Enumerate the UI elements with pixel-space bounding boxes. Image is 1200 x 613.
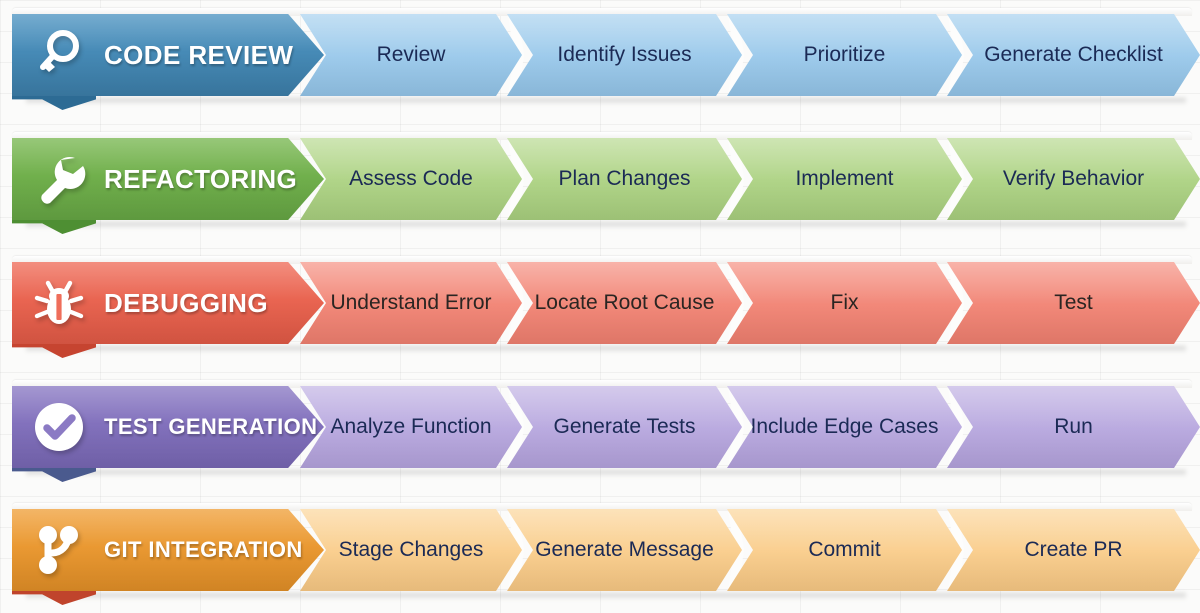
step-code-review-4[interactable]: Generate Checklist: [947, 14, 1200, 96]
step-refactoring-4[interactable]: Verify Behavior: [947, 138, 1200, 220]
step-debugging-3[interactable]: Fix: [727, 262, 962, 344]
band-top-highlight: [12, 256, 1192, 264]
band-drop-shadow: [26, 470, 1186, 477]
banner-debugging[interactable]: DEBUGGING: [12, 262, 324, 344]
step-track-refactoring: Assess Code Plan Changes Implement Verify B…: [300, 138, 1192, 220]
banner-fold-refactoring: [12, 220, 96, 234]
step-label: Understand Error: [330, 291, 492, 314]
banner-fold-test-generation: [12, 468, 96, 482]
step-label: Review: [376, 43, 446, 66]
step-git-integration-2[interactable]: Generate Message: [507, 509, 742, 591]
bug-icon: [28, 272, 90, 334]
step-refactoring-1[interactable]: Assess Code: [300, 138, 522, 220]
step-label: Generate Message: [535, 538, 714, 561]
step-label: Locate Root Cause: [534, 291, 715, 314]
step-test-generation-2[interactable]: Generate Tests: [507, 386, 742, 468]
step-label: Assess Code: [349, 167, 473, 190]
workflow-row-git-integration: Stage Changes Generate Message Commit Creat…: [0, 503, 1200, 605]
banner-title: GIT INTEGRATION: [104, 537, 303, 562]
banner-fold-debugging: [12, 344, 96, 358]
step-debugging-1[interactable]: Understand Error: [300, 262, 522, 344]
git-branch-icon: [28, 519, 90, 581]
step-debugging-4[interactable]: Test: [947, 262, 1200, 344]
check-circle-icon: [28, 396, 90, 458]
step-label: Run: [1054, 415, 1093, 438]
step-git-integration-3[interactable]: Commit: [727, 509, 962, 591]
step-label: Test: [1054, 291, 1093, 314]
step-label: Analyze Function: [330, 415, 492, 438]
step-test-generation-3[interactable]: Include Edge Cases: [727, 386, 962, 468]
banner-refactoring[interactable]: REFACTORING: [12, 138, 324, 220]
banner-title: CODE REVIEW: [104, 39, 294, 70]
workflow-row-code-review: Review Identify Issues Prioritize Generate …: [0, 8, 1200, 110]
step-label: Identify Issues: [557, 43, 692, 66]
step-label: Create PR: [1024, 538, 1123, 561]
workflow-row-refactoring: Assess Code Plan Changes Implement Verify B…: [0, 132, 1200, 234]
step-track-git-integration: Stage Changes Generate Message Commit Creat…: [300, 509, 1192, 591]
step-track-test-generation: Analyze Function Generate Tests Include Ed…: [300, 386, 1192, 468]
band-top-highlight: [12, 8, 1192, 16]
banner-code-review[interactable]: CODE REVIEW: [12, 14, 324, 96]
step-git-integration-1[interactable]: Stage Changes: [300, 509, 522, 591]
step-label: Generate Tests: [553, 415, 696, 438]
banner-title: REFACTORING: [104, 163, 298, 194]
banner-title: TEST GENERATION: [104, 414, 318, 439]
step-label: Commit: [808, 538, 881, 561]
step-code-review-1[interactable]: Review: [300, 14, 522, 96]
step-label: Verify Behavior: [1002, 167, 1145, 190]
step-refactoring-2[interactable]: Plan Changes: [507, 138, 742, 220]
band-top-highlight: [12, 380, 1192, 388]
band-drop-shadow: [26, 98, 1186, 105]
band-drop-shadow: [26, 222, 1186, 229]
step-track-debugging: Understand Error Locate Root Cause Fix Test: [300, 262, 1192, 344]
banner-git-integration[interactable]: GIT INTEGRATION: [12, 509, 324, 591]
workflow-row-test-generation: Analyze Function Generate Tests Include Ed…: [0, 380, 1200, 482]
step-test-generation-1[interactable]: Analyze Function: [300, 386, 522, 468]
step-code-review-2[interactable]: Identify Issues: [507, 14, 742, 96]
step-refactoring-3[interactable]: Implement: [727, 138, 962, 220]
step-label: Prioritize: [803, 43, 886, 66]
magnifier-icon: [28, 24, 90, 86]
step-label: Implement: [795, 167, 894, 190]
step-debugging-2[interactable]: Locate Root Cause: [507, 262, 742, 344]
step-code-review-3[interactable]: Prioritize: [727, 14, 962, 96]
workflow-row-debugging: Understand Error Locate Root Cause Fix Test…: [0, 256, 1200, 358]
wrench-icon: [28, 148, 90, 210]
banner-fold-git-integration: [12, 591, 96, 605]
step-label: Generate Checklist: [984, 43, 1163, 66]
banner-title: DEBUGGING: [104, 287, 268, 318]
step-label: Plan Changes: [558, 167, 691, 190]
banner-test-generation[interactable]: TEST GENERATION: [12, 386, 324, 468]
step-label: Fix: [830, 291, 859, 314]
step-track-code-review: Review Identify Issues Prioritize Generate …: [300, 14, 1192, 96]
band-drop-shadow: [26, 593, 1186, 600]
step-test-generation-4[interactable]: Run: [947, 386, 1200, 468]
band-top-highlight: [12, 132, 1192, 140]
band-top-highlight: [12, 503, 1192, 511]
step-label: Stage Changes: [338, 538, 484, 561]
band-drop-shadow: [26, 346, 1186, 353]
step-git-integration-4[interactable]: Create PR: [947, 509, 1200, 591]
step-label: Include Edge Cases: [750, 415, 939, 438]
banner-fold-code-review: [12, 96, 96, 110]
